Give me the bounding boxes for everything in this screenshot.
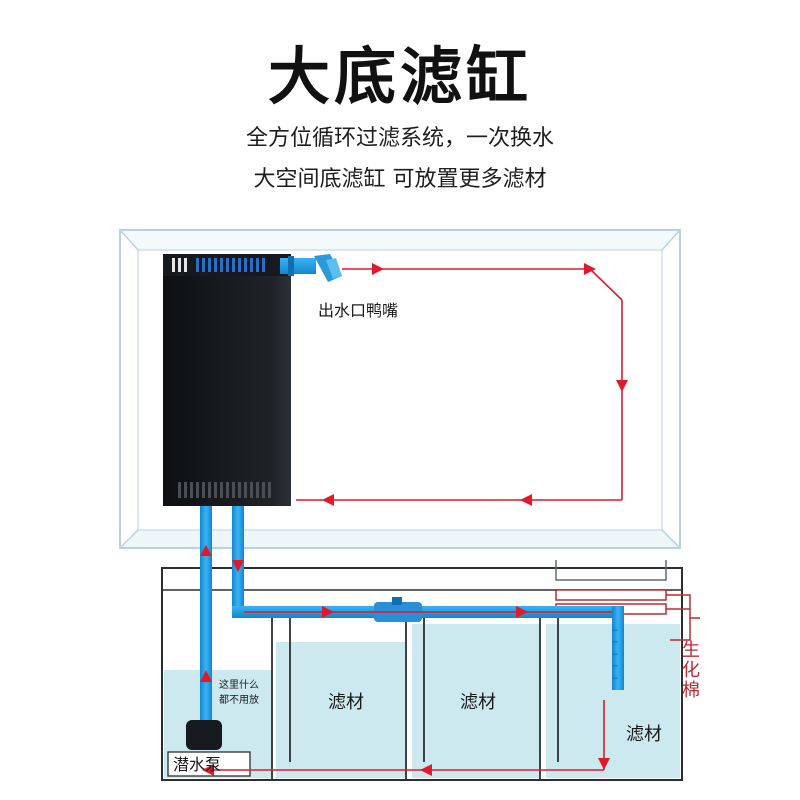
page-title: 大底滤缸 <box>267 40 532 113</box>
tank-arrowheads <box>322 263 628 506</box>
subtitle-line-2: 大空间底滤缸 可放置更多滤材 <box>253 167 547 192</box>
empty-zone-label-1: 这里什么 <box>219 678 259 691</box>
subtitle-line-1: 全方位循环过滤系统，一次换水 <box>245 126 554 151</box>
media-label-3: 滤材 <box>626 724 662 745</box>
bio-label-1: 生 <box>682 640 700 661</box>
empty-zone-label-2: 都不用放 <box>219 693 259 706</box>
pump-label: 潜水泵 <box>173 755 221 774</box>
tank-flow-arrows <box>296 268 623 501</box>
media-label-1: 滤材 <box>328 692 364 713</box>
display-tank <box>119 229 681 549</box>
bottom-slots <box>178 482 271 498</box>
media-label-2: 滤材 <box>460 692 496 713</box>
submersible-pump <box>167 720 251 777</box>
return-pipe <box>200 506 212 722</box>
bio-label-3: 棉 <box>682 680 700 701</box>
outlet-nozzle <box>280 254 342 282</box>
outlet-nozzle-label: 出水口鸭嘴 <box>318 301 398 320</box>
bio-label-2: 化 <box>682 660 700 681</box>
sump-arrowheads <box>200 545 610 776</box>
top-slots <box>196 258 265 272</box>
back-filter-box <box>163 254 291 506</box>
